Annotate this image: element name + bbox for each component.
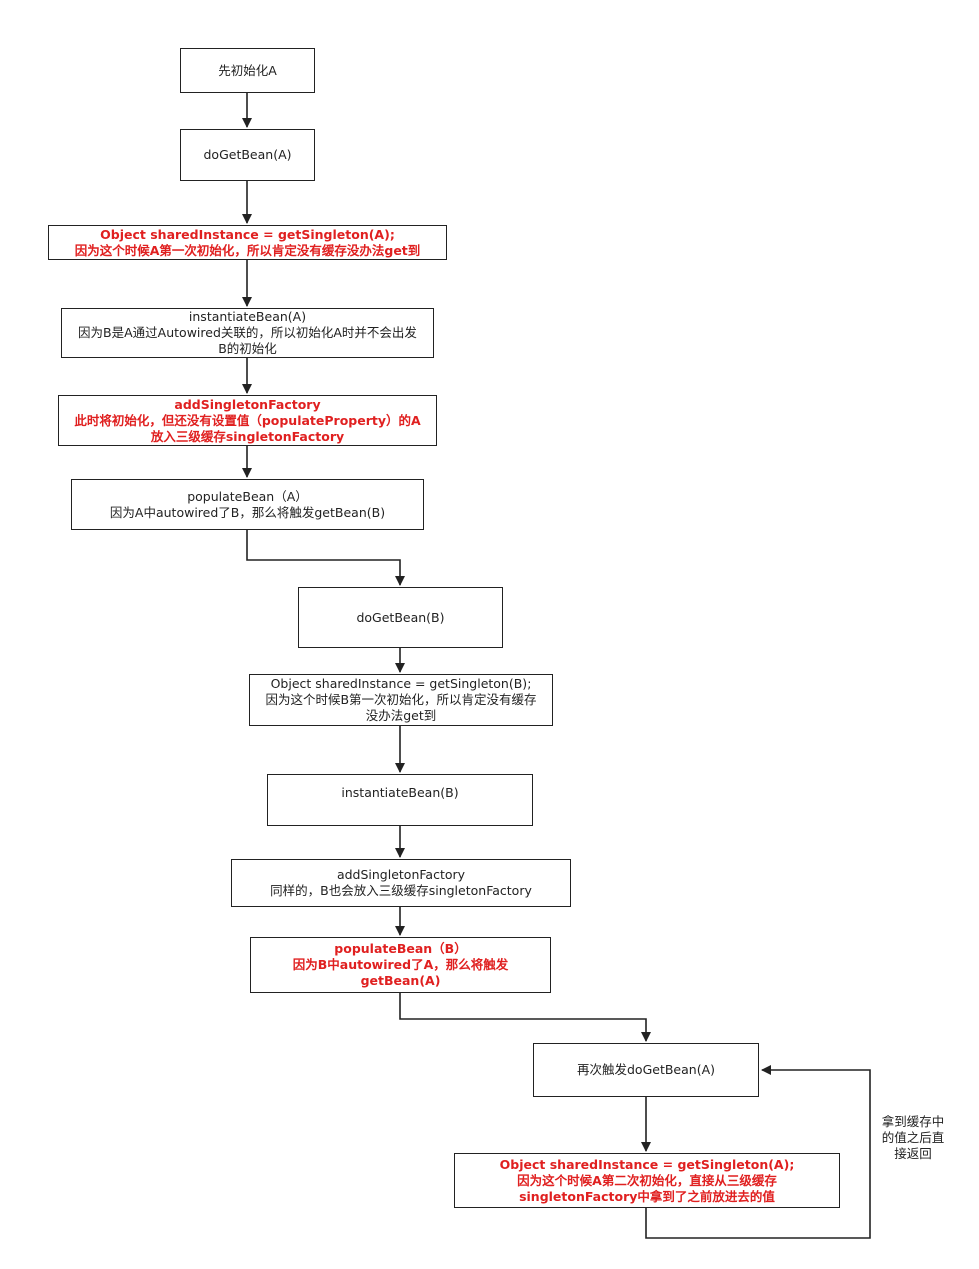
node-populatebean-b: populateBean（B） 因为B中autowired了A，那么将触发 ge… [250,937,551,993]
node-instantiatebean-a: instantiateBean(A) 因为B是A通过Autowired关联的，所… [61,308,434,358]
arrow-n13-n12-loop [645,1065,871,1239]
node-getsingleton-b: Object sharedInstance = getSingleton(B);… [249,674,553,726]
loop-label: 拿到缓存中 的值之后直 接返回 [881,1114,945,1161]
node-populatebean-a: populateBean（A） 因为A中autowired了B，那么将触发get… [71,479,424,530]
node-getsingleton-a-first: Object sharedInstance = getSingleton(A);… [48,225,447,260]
node-dogetbean-b: doGetBean(B) [298,587,503,648]
node-instantiatebean-b: instantiateBean(B) [267,774,533,826]
node-addsingletonfactory-a: addSingletonFactory 此时将初始化，但还没有设置值（popul… [58,395,437,446]
node-getsingleton-a-second: Object sharedInstance = getSingleton(A);… [454,1153,840,1208]
node-addsingletonfactory-b: addSingletonFactory 同样的，B也会放入三级缓存singlet… [231,859,571,907]
arrow-n6-n7 [246,530,405,586]
node-dogetbean-a-again: 再次触发doGetBean(A) [533,1043,759,1097]
node-init-a: 先初始化A [180,48,315,93]
node-dogetbean-a: doGetBean(A) [180,129,315,181]
arrow-n11-n12 [399,993,651,1042]
